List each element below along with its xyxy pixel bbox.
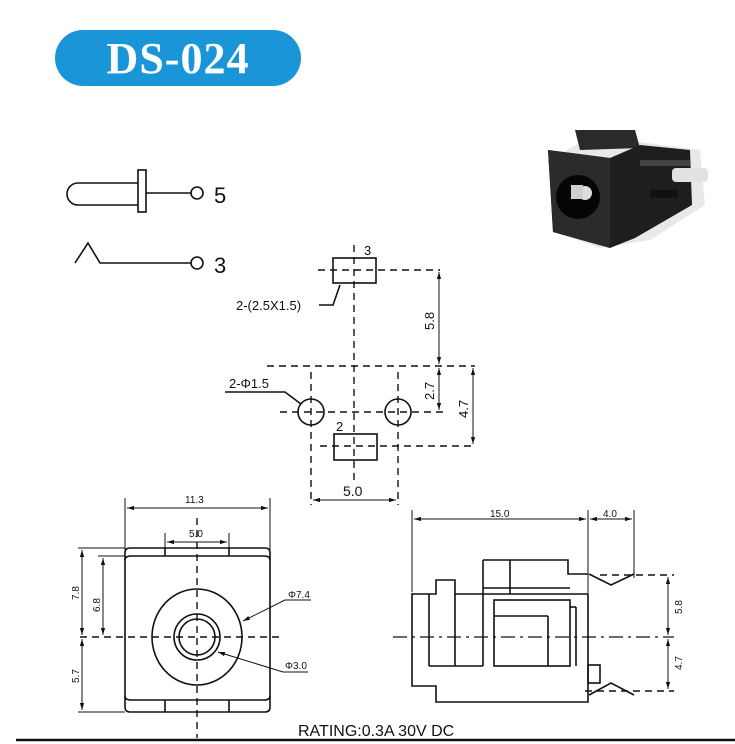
dim-2-7: 2.7: [422, 382, 437, 400]
pin-5-label: 5: [214, 183, 226, 208]
model-title-badge: DS-024: [55, 30, 301, 86]
hole-size-note: 2-Φ1.5: [229, 376, 269, 391]
rating-label: RATING:0.3A 30V DC: [298, 723, 454, 740]
front-view: [78, 498, 311, 738]
schematic-symbol: [66, 169, 204, 270]
dim-6-8: 6.8: [92, 598, 103, 612]
terminal-5-icon: [190, 186, 204, 200]
dim-diameter-7-4: Φ7.4: [288, 590, 310, 601]
dim-5-0: 5.0: [343, 483, 363, 499]
side-view: [393, 510, 674, 703]
dim-4-7: 4.7: [456, 400, 471, 418]
terminal-3-icon: [190, 256, 204, 270]
product-photo: [548, 130, 708, 248]
pad-size-note: 2-(2.5X1.5): [236, 298, 301, 313]
dim-side-4-7: 4.7: [674, 656, 685, 670]
model-title: DS-024: [106, 33, 250, 83]
dim-width-11-3: 11.3: [185, 495, 204, 506]
dim-pin-4-0: 4.0: [603, 509, 617, 520]
pcb-layout: [225, 245, 476, 505]
dim-7-8: 7.8: [71, 586, 82, 600]
dim-tab-5-0: 5.0: [189, 529, 203, 540]
dim-5-7: 5.7: [71, 669, 82, 683]
dim-length-15-0: 15.0: [490, 509, 510, 520]
dim-5-8: 5.8: [422, 312, 437, 330]
dim-diameter-3-0: Φ3.0: [285, 661, 307, 672]
dim-side-5-8: 5.8: [674, 600, 685, 614]
pin-3-label: 3: [214, 253, 226, 278]
pad-bottom-label: 2: [336, 419, 343, 434]
pad-top-label: 3: [364, 243, 371, 258]
